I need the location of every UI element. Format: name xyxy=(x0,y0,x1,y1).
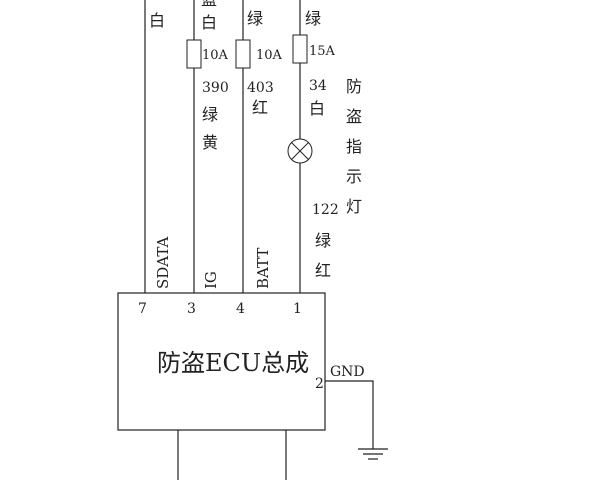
lamp-circuit-upper: 34 xyxy=(309,78,327,94)
lamp-circuit-lower: 122 xyxy=(312,202,339,218)
lamp-color-lower-a: 绿 xyxy=(315,231,331,250)
ecu-pin-7: 7 xyxy=(138,301,147,317)
batt-signal-label: BATT xyxy=(254,248,272,289)
indicator-lamp-icon xyxy=(287,138,313,164)
batt-circuit-number: 403 xyxy=(247,80,274,96)
gnd-wire xyxy=(325,380,374,449)
ecu-pin-2: 2 xyxy=(315,376,324,392)
ecu-box xyxy=(117,292,326,431)
lamp-top-color: 绿 xyxy=(305,9,321,28)
ig-fuse-rating: 10A xyxy=(202,48,229,63)
batt-fuse xyxy=(235,39,251,69)
lamp-fuse xyxy=(292,34,308,64)
ig-top-color-partial: 蓝 xyxy=(201,0,217,9)
ig-fuse xyxy=(186,39,202,69)
lamp-color-upper: 白 xyxy=(309,99,325,118)
batt-top-color: 绿 xyxy=(247,9,263,28)
ecu-pin-4: 4 xyxy=(236,301,245,317)
lamp-caption-char: 盗 xyxy=(346,107,362,126)
ecu-pin-1: 1 xyxy=(293,301,302,317)
ground-icon xyxy=(358,448,388,460)
gnd-label: GND xyxy=(330,364,365,380)
lamp-caption-char: 防 xyxy=(346,77,362,96)
ig-circuit-number: 390 xyxy=(202,80,229,96)
lamp-caption-char: 灯 xyxy=(346,197,362,216)
ecu-pin-3: 3 xyxy=(187,301,196,317)
lamp-fuse-rating: 15A xyxy=(309,44,336,59)
batt-fuse-rating: 10A xyxy=(256,48,283,63)
lamp-color-lower-b: 红 xyxy=(315,261,331,280)
sdata-color-label: 白 xyxy=(149,11,165,30)
ig-top-color: 白 xyxy=(201,13,217,32)
ig-signal-label: IG xyxy=(202,271,220,289)
ig-color-b: 黄 xyxy=(202,133,218,152)
sdata-signal-label: SDATA xyxy=(154,237,172,289)
lamp-caption-char: 指 xyxy=(346,137,362,156)
ecu-title: 防盗ECU总成 xyxy=(157,349,309,377)
batt-color: 红 xyxy=(252,98,268,117)
ig-color-a: 绿 xyxy=(202,105,218,124)
lamp-caption-char: 示 xyxy=(346,167,362,186)
